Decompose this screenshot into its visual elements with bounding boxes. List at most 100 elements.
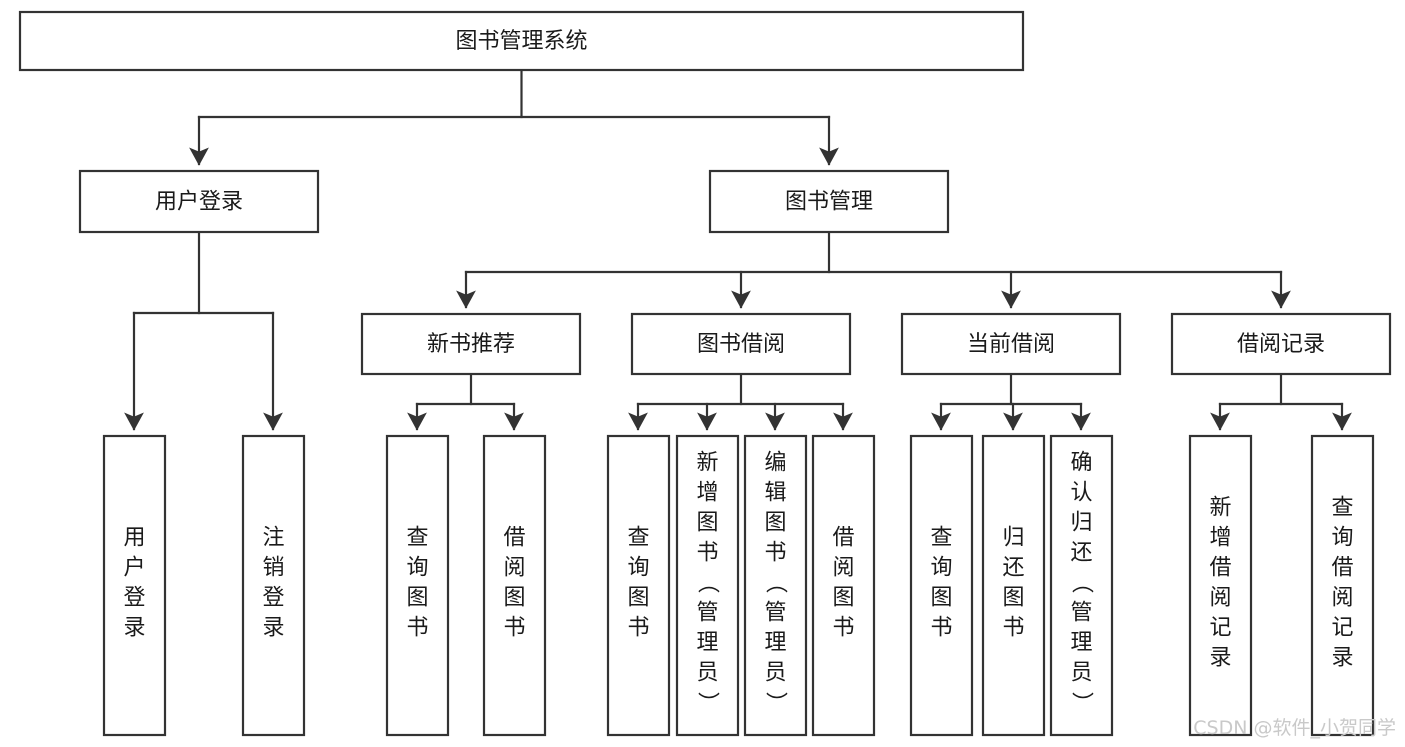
node-box-leaf-bb-borrow-book[interactable] <box>811 434 876 737</box>
node-label-leaf-cb-confirm-return-char-6: 理 <box>1070 631 1092 656</box>
node-label-leaf-bb-borrow-book-char-3: 书 <box>832 616 854 641</box>
node-label-leaf-br-query-record-char-4: 记 <box>1331 616 1353 641</box>
node-label-leaf-rec-query-book-char-2: 图 <box>406 586 428 611</box>
node-book-manage[interactable]: 图书管理 <box>708 169 950 234</box>
node-box-leaf-cb-confirm-return[interactable] <box>1049 434 1114 737</box>
node-label-leaf-bb-edit-book-char-1: 辑 <box>764 481 786 506</box>
node-label-leaf-user-logout-char-2: 登 <box>262 586 284 611</box>
node-label-leaf-cb-return-book-char-1: 还 <box>1002 556 1024 581</box>
node-box-book-borrow[interactable] <box>630 312 852 376</box>
node-user-login[interactable]: 用户登录 <box>78 169 320 234</box>
node-box-root[interactable] <box>18 10 1025 72</box>
node-label-leaf-br-query-record-char-2: 借 <box>1331 556 1353 581</box>
node-label-leaf-user-logout-char-3: 录 <box>262 616 284 641</box>
node-label-leaf-bb-edit-book-char-0: 编 <box>764 451 786 476</box>
node-root[interactable]: 图书管理系统 <box>18 10 1025 72</box>
node-label-leaf-rec-query-book-char-3: 书 <box>406 616 428 641</box>
node-label-leaf-bb-add-book-char-4: （ <box>695 571 720 593</box>
node-label-leaf-rec-query-book-char-1: 询 <box>406 556 428 581</box>
node-label-leaf-rec-borrow-book-char-2: 图 <box>503 586 525 611</box>
node-label-leaf-bb-edit-book-char-5: 管 <box>764 601 786 626</box>
node-box-leaf-cb-return-book[interactable] <box>981 434 1046 737</box>
node-label-leaf-br-query-record-char-5: 录 <box>1331 646 1353 671</box>
node-label-leaf-bb-edit-book-char-2: 图 <box>764 511 786 536</box>
node-label-leaf-user-logout-char-0: 注 <box>262 526 284 551</box>
node-label-leaf-cb-query-book-char-0: 查 <box>930 526 952 551</box>
node-label-leaf-cb-return-book-char-0: 归 <box>1002 526 1024 551</box>
node-label-leaf-cb-confirm-return-char-7: 员 <box>1070 661 1092 686</box>
node-label-leaf-user-login-char-0: 用 <box>123 526 145 551</box>
node-box-new-book-rec[interactable] <box>360 312 582 376</box>
node-current-borrow[interactable]: 当前借阅 <box>900 312 1122 376</box>
node-label-leaf-rec-query-book-char-0: 查 <box>406 526 428 551</box>
node-box-leaf-rec-borrow-book[interactable] <box>482 434 547 737</box>
node-label-leaf-bb-add-book-char-6: 理 <box>696 631 718 656</box>
node-box-leaf-br-query-record[interactable] <box>1310 434 1375 737</box>
node-label-leaf-bb-edit-book-char-3: 书 <box>764 541 786 566</box>
node-box-current-borrow[interactable] <box>900 312 1122 376</box>
node-label-leaf-user-login-char-2: 登 <box>123 586 145 611</box>
node-box-book-manage[interactable] <box>708 169 950 234</box>
node-label-leaf-user-logout-char-1: 销 <box>262 556 284 581</box>
node-label-leaf-cb-confirm-return-char-5: 管 <box>1070 601 1092 626</box>
node-box-leaf-user-login[interactable] <box>102 434 167 737</box>
node-label-user-login: 用户登录 <box>155 190 243 215</box>
node-label-leaf-rec-borrow-book-char-3: 书 <box>503 616 525 641</box>
node-label-current-borrow: 当前借阅 <box>967 332 1055 357</box>
node-label-leaf-bb-query-book-char-1: 询 <box>627 556 649 581</box>
node-layer: 图书管理系统用户登录图书管理新书推荐图书借阅当前借阅借阅记录用户登录注销登录查询… <box>18 10 1392 737</box>
node-box-leaf-bb-add-book[interactable] <box>675 434 740 737</box>
node-label-leaf-user-login-char-1: 户 <box>123 556 145 581</box>
node-leaf-user-login[interactable]: 用户登录 <box>102 434 167 737</box>
connector-layer <box>124 68 1352 431</box>
node-box-leaf-bb-edit-book[interactable] <box>743 434 808 737</box>
node-book-borrow[interactable]: 图书借阅 <box>630 312 852 376</box>
node-box-leaf-br-add-record[interactable] <box>1188 434 1253 737</box>
node-box-leaf-cb-query-book[interactable] <box>909 434 974 737</box>
node-label-leaf-cb-query-book-char-3: 书 <box>930 616 952 641</box>
node-label-leaf-br-add-record-char-5: 录 <box>1209 646 1231 671</box>
node-label-leaf-cb-confirm-return-char-0: 确 <box>1070 451 1092 476</box>
node-label-leaf-bb-edit-book-char-6: 理 <box>764 631 786 656</box>
node-box-leaf-bb-query-book[interactable] <box>606 434 671 737</box>
node-box-leaf-user-logout[interactable] <box>241 434 306 737</box>
node-label-leaf-rec-borrow-book-char-1: 阅 <box>503 556 525 581</box>
node-label-leaf-cb-query-book-char-1: 询 <box>930 556 952 581</box>
node-label-leaf-br-add-record-char-4: 记 <box>1209 616 1231 641</box>
node-label-leaf-bb-add-book-char-0: 新 <box>696 451 718 476</box>
node-borrow-record[interactable]: 借阅记录 <box>1170 312 1392 376</box>
node-label-leaf-br-add-record-char-2: 借 <box>1209 556 1231 581</box>
node-label-leaf-br-query-record-char-0: 查 <box>1331 496 1353 521</box>
node-box-leaf-rec-query-book[interactable] <box>385 434 450 737</box>
node-label-leaf-br-add-record-char-1: 增 <box>1209 526 1231 551</box>
node-label-leaf-bb-query-book-char-2: 图 <box>627 586 649 611</box>
node-label-borrow-record: 借阅记录 <box>1237 332 1325 357</box>
node-label-leaf-cb-confirm-return-char-2: 归 <box>1070 511 1092 536</box>
node-label-leaf-br-add-record-char-0: 新 <box>1209 496 1231 521</box>
node-label-leaf-cb-confirm-return-char-8: ） <box>1069 691 1094 713</box>
node-label-leaf-cb-return-book-char-2: 图 <box>1002 586 1024 611</box>
node-label-leaf-bb-borrow-book-char-1: 阅 <box>832 556 854 581</box>
node-label-leaf-bb-add-book-char-2: 图 <box>696 511 718 536</box>
node-box-user-login[interactable] <box>78 169 320 234</box>
node-new-book-rec[interactable]: 新书推荐 <box>360 312 582 376</box>
node-label-leaf-bb-borrow-book-char-2: 图 <box>832 586 854 611</box>
node-label-leaf-user-login-char-3: 录 <box>123 616 145 641</box>
node-label-root: 图书管理系统 <box>455 29 587 54</box>
node-box-borrow-record[interactable] <box>1170 312 1392 376</box>
node-label-leaf-cb-return-book-char-3: 书 <box>1002 616 1024 641</box>
